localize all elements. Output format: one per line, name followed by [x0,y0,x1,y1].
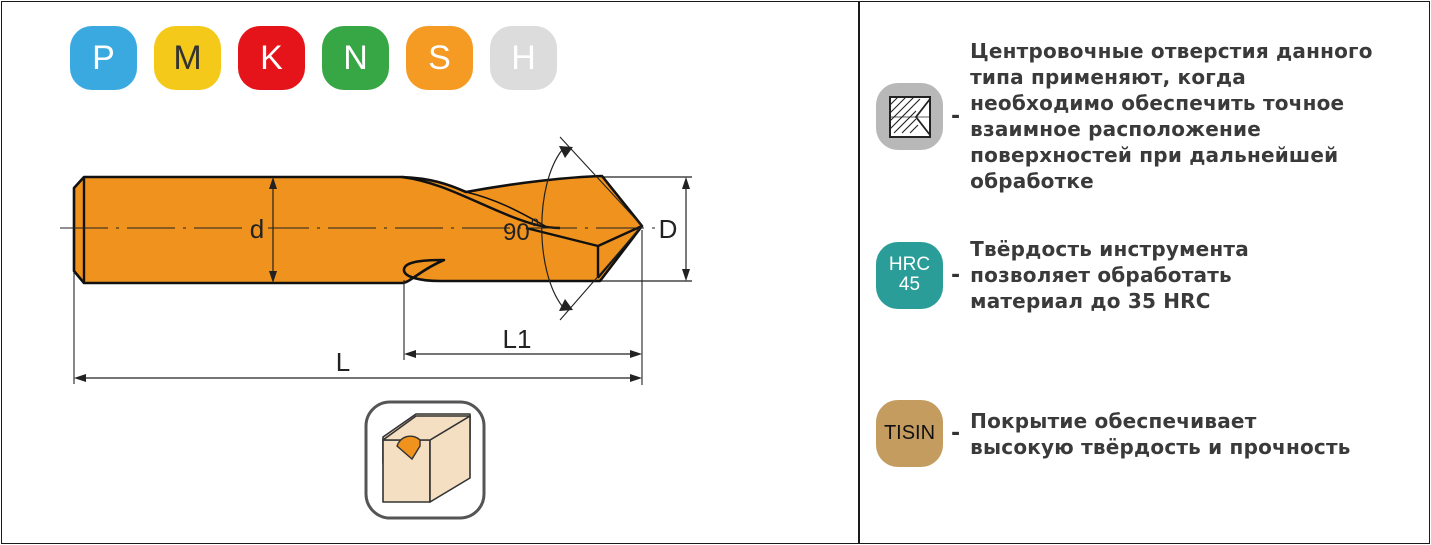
feature-coating: TISIN - Покрытие обеспечивает высокую тв… [876,400,1351,467]
badge-m-label: M [173,38,202,77]
center-hole-description: Центровочные отверстия данного типа прим… [970,39,1373,193]
l1-arrow-left [404,350,416,358]
separator-dash: - [951,262,961,288]
hardness-badge-line2: 45 [898,274,921,295]
drill-drawing: d 90 o D L1 L [60,136,692,520]
angle-extension-top [559,136,643,227]
badge-h: H [490,26,557,90]
feature-hardness: HRC 45 - Твёрдость инструмента позволяет… [876,236,1249,314]
flute-edge [401,175,561,230]
coating-description: Покрытие обеспечивает высокую твёрдость … [970,408,1351,459]
d-label: d [250,214,264,244]
badge-k: K [238,26,305,90]
D-label: D [659,214,678,244]
l-arrow-right [630,374,642,382]
badge-s-label: S [428,38,451,77]
separator-dash: - [951,103,961,129]
l-arrow-left [74,374,86,382]
angle-arrow-top [559,146,573,158]
angle-arrow-bottom [559,299,573,311]
flute-inner-edge [465,191,546,227]
d-arrow-bottom [682,269,690,281]
hardness-description: Твёрдость инструмента позволяет обработа… [970,237,1249,313]
angle-unit-label: o [531,213,539,229]
d-arrow-top [682,177,690,189]
angle-arc [541,149,563,307]
drill-body [72,174,644,285]
badge-n: N [322,26,389,90]
feature-center-hole: - Центровочные отверстия данного типа пр… [876,38,1373,194]
badge-s: S [406,26,473,90]
coating-badge: TISIN [876,400,943,467]
angle-extension-bottom [559,225,643,321]
angle-label: 90 [503,219,530,246]
badge-h-label: H [511,38,536,77]
center-hole-icon [876,82,943,150]
material-badges: P M K N S H [70,26,557,90]
badge-p-label: P [92,38,115,77]
badge-m: M [154,26,221,90]
badge-p: P [70,26,137,90]
badge-k-label: K [260,38,283,77]
l1-label: L1 [503,324,532,354]
dd-arrow-top [269,177,277,189]
dd-arrow-bottom [269,271,277,283]
cube-coating-icon [364,400,486,520]
l-label: L [336,347,350,377]
separator-dash: - [951,421,961,446]
panel-divider [858,1,860,544]
d-label-bg [246,214,268,242]
badge-n-label: N [343,38,368,77]
hardness-badge: HRC 45 [876,241,943,309]
coating-badge-label: TISIN [883,422,936,444]
hardness-badge-line1: HRC [888,254,931,275]
l1-arrow-right [630,350,642,358]
